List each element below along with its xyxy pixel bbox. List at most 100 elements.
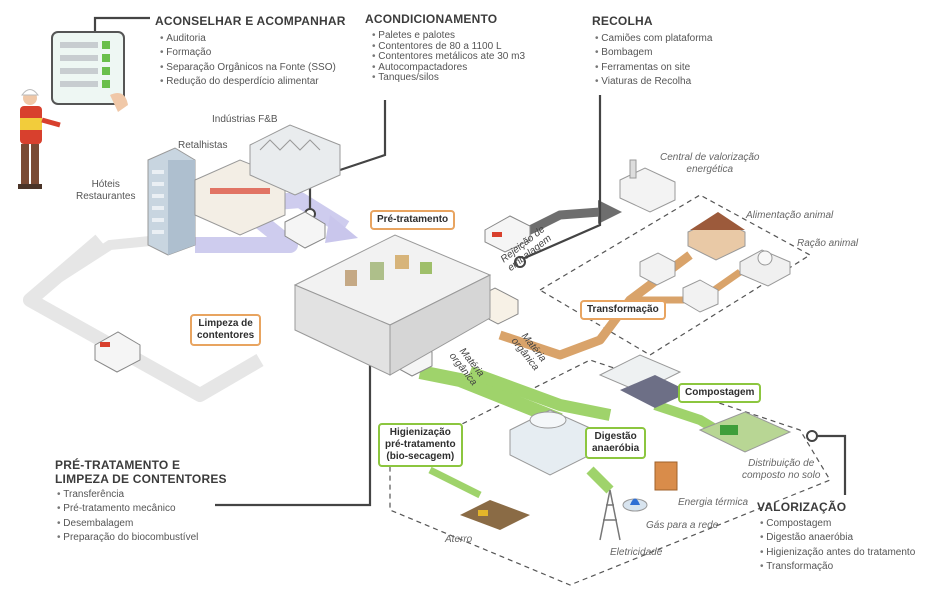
feed-silos <box>739 249 791 287</box>
pretreatment-section-item: Pré-tratamento mecânico <box>57 502 198 516</box>
anaerobic-digestion-line: Digestão <box>594 431 637 442</box>
packaging-item: Contentores metálicos ate 30 m3 <box>372 51 525 63</box>
valorization-section-item: Transformação <box>760 560 915 574</box>
green-flow-landfill <box>428 466 482 499</box>
advise-item: Formação <box>160 46 336 60</box>
landfill-label: Aterro <box>445 534 473 545</box>
landfill-site <box>460 500 530 530</box>
pretreatment-section-title-line: LIMPEZA DE CONTENTORES <box>55 472 227 486</box>
compost-distribution-label: Distribuição de composto no solo <box>742 458 820 482</box>
hygienization-box: Higienização pré-tratamento (bio-secagem… <box>378 423 463 467</box>
pretreatment-box: Pré-tratamento <box>370 210 456 230</box>
pretreatment-section-item: Preparação do biocombustível <box>57 531 198 545</box>
factory-small-1 <box>639 252 676 286</box>
pretreatment-section-list: Transferência Pré-tratamento mecânico De… <box>57 488 198 546</box>
pretreatment-section-item: Desembalagem <box>57 517 198 531</box>
pretreatment-section-title-line: PRÉ-TRATAMENTO E <box>55 458 181 472</box>
collection-item: Ferramentas on site <box>595 61 712 75</box>
animal-farm <box>687 212 746 261</box>
consultant-illustration <box>18 89 61 189</box>
hotel-building <box>147 147 196 256</box>
connector-packaging <box>308 100 387 210</box>
anaerobic-digestion-box: Digestão anaeróbia <box>585 427 647 459</box>
compost-field <box>698 411 792 453</box>
connector-valorization <box>812 434 847 495</box>
composting-box: Compostagem <box>678 383 762 403</box>
factory-small-2 <box>682 279 719 313</box>
pretreatment-section-title: PRÉ-TRATAMENTO E LIMPEZA DE CONTENTORES <box>55 458 227 486</box>
advise-item: Redução do desperdício alimentar <box>160 75 336 89</box>
animal-feed-label: Ração animal <box>797 238 859 249</box>
energy-center-line: Central de valorização <box>660 152 760 163</box>
advise-item: Auditoria <box>160 32 336 46</box>
transformation-box: Transformação <box>580 300 666 320</box>
energy-center-line: energética <box>686 164 734 175</box>
collection-title: RECOLHA <box>592 14 653 28</box>
hygienization-line: Higienização <box>389 427 451 438</box>
valorization-section-list: Compostagem Digestão anaeróbia Higieniza… <box>760 517 915 575</box>
animal-food-label: Alimentação animal <box>746 210 834 221</box>
compost-pile <box>620 375 690 408</box>
thermal-energy-label: Energia térmica <box>678 497 749 508</box>
green-flow-energy <box>586 466 614 494</box>
grid-gas-label: Gás para a rede <box>646 520 719 531</box>
collection-item: Camiões com plataforma <box>595 32 712 46</box>
container-cleaning-box: Limpeza de contentores <box>190 314 262 346</box>
packaging-title: ACONDICIONAMENTO <box>365 12 498 26</box>
pretreatment-facility <box>293 234 492 376</box>
green-flow-upper <box>467 366 612 421</box>
hygienization-line: pré-tratamento <box>385 439 456 450</box>
tablet-illustration <box>51 31 128 112</box>
electricity-pylon <box>599 489 621 541</box>
truck-reject <box>484 215 531 253</box>
advise-title: ACONSELHAR E ACOMPANHAR <box>155 14 346 28</box>
advise-list: Auditoria Formação Separação Orgânicos n… <box>160 32 336 90</box>
packaging-item: Tanques/silos <box>372 72 525 84</box>
truck-collection <box>284 211 326 249</box>
valorization-section-item: Higienização antes do tratamento <box>760 546 915 560</box>
hotels-label: Hóteis Restaurantes <box>76 179 135 203</box>
anaerobic-digestion-line: anaeróbia <box>592 443 640 454</box>
collection-flow-head <box>325 215 358 243</box>
hygienization-line: (bio-secagem) <box>386 451 455 462</box>
industry-building <box>249 124 341 196</box>
reject-flow-arrow <box>517 207 601 240</box>
packaging-list: Paletes e palotes Contentores de 80 a 11… <box>372 30 525 84</box>
packaging-item: Contentores de 80 a 1100 L <box>372 41 525 53</box>
packaging-item: Autocompactadores <box>372 62 525 74</box>
thermal-energy-icon <box>654 461 678 491</box>
container-cleaning-line: contentores <box>197 330 255 341</box>
industries-label: Indústrias F&B <box>212 114 278 125</box>
green-flow-arrow <box>418 365 563 427</box>
connector-collection <box>519 95 602 262</box>
packaging-item: Paletes e palotes <box>372 30 525 42</box>
electricity-label: Eletricidade <box>610 547 663 558</box>
valorization-section-item: Digestão anaeróbia <box>760 531 915 545</box>
pretreatment-section-item: Transferência <box>57 488 198 502</box>
hotels-label-line: Restaurantes <box>76 191 136 202</box>
reject-flow-head <box>598 200 622 224</box>
digester-plant <box>509 409 591 476</box>
container-cleaning-line: Limpeza de <box>198 318 253 329</box>
retailers-label: Retalhistas <box>178 140 228 151</box>
energy-central-building <box>619 159 676 213</box>
collection-item: Viaturas de Recolha <box>595 75 712 89</box>
transformation-zone <box>538 194 812 356</box>
connector-pretreatment <box>215 355 372 507</box>
hotels-label-line: Hóteis <box>91 179 120 190</box>
valorization-section-title: VALORIZAÇÃO <box>757 500 847 514</box>
gas-flame-icon <box>622 498 648 512</box>
return-loop-arrow-upper <box>37 235 161 295</box>
collection-item: Bombagem <box>595 46 712 60</box>
compost-distribution-line: Distribuição de <box>748 458 815 469</box>
valorization-section-item: Compostagem <box>760 517 915 531</box>
orange-flow-arrow <box>498 251 693 360</box>
advise-item: Separação Orgânicos na Fonte (SSO) <box>160 61 336 75</box>
truck-left <box>94 331 141 373</box>
collection-list: Camiões com plataforma Bombagem Ferramen… <box>595 32 712 90</box>
energy-center-label: Central de valorização energética <box>660 152 760 176</box>
compost-distribution-line: composto no solo <box>742 470 821 481</box>
compost-greenhouse <box>598 354 682 393</box>
